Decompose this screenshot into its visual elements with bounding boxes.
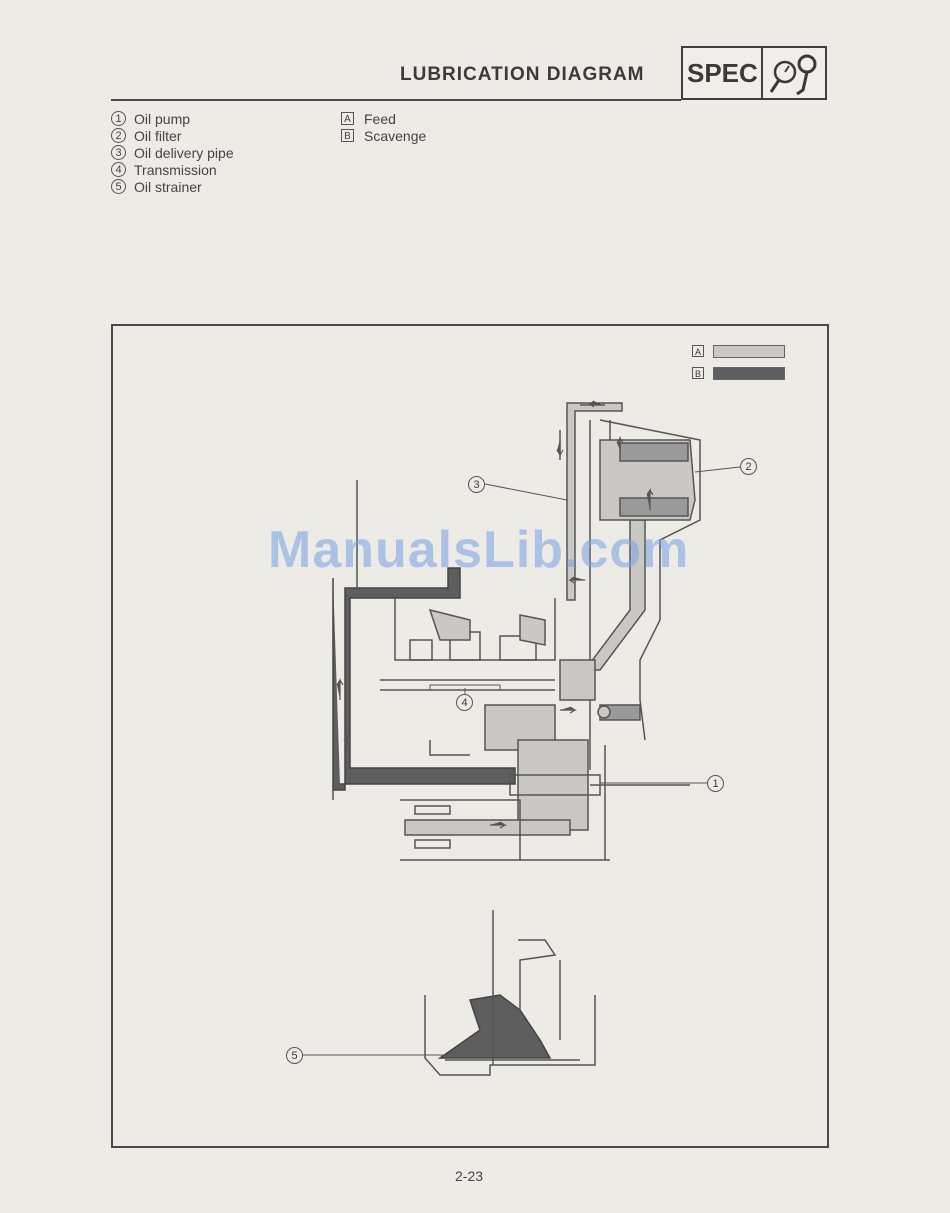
figure-key-row: A [692, 344, 785, 358]
transmission-gear [410, 640, 432, 660]
callout-number: 2 [740, 458, 757, 475]
pump-chamber [560, 660, 595, 700]
callout-leader [485, 484, 567, 500]
figure-key-row: B [692, 366, 785, 380]
flow-arrow [557, 440, 563, 455]
flow-arrow [560, 707, 575, 713]
flow-arrow [337, 680, 343, 700]
figure-key-letter: B [692, 367, 704, 379]
figure-key-letter: A [692, 345, 704, 357]
page-number: 2-23 [455, 1168, 483, 1184]
gear-spray [430, 610, 470, 640]
callout-number: 3 [468, 476, 485, 493]
oil-pump-body [518, 740, 588, 830]
oil-filter-element [620, 498, 688, 516]
figure-key: A B [692, 344, 785, 388]
crankcase-bolt [415, 806, 450, 814]
lower-passage [405, 820, 570, 835]
callout-leader [695, 467, 740, 472]
crankcase-bolt [415, 840, 450, 848]
callout-number: 4 [456, 694, 473, 711]
feed-swatch [713, 345, 785, 358]
watermark: ManualsLib.com [268, 520, 689, 580]
oil-strainer [440, 995, 550, 1058]
callout-number: 5 [286, 1047, 303, 1064]
callout-number: 1 [707, 775, 724, 792]
scavenge-swatch [713, 367, 785, 380]
oil-filter-element [620, 443, 688, 461]
gear-spray [520, 615, 545, 645]
scavenge-passage [333, 568, 515, 790]
